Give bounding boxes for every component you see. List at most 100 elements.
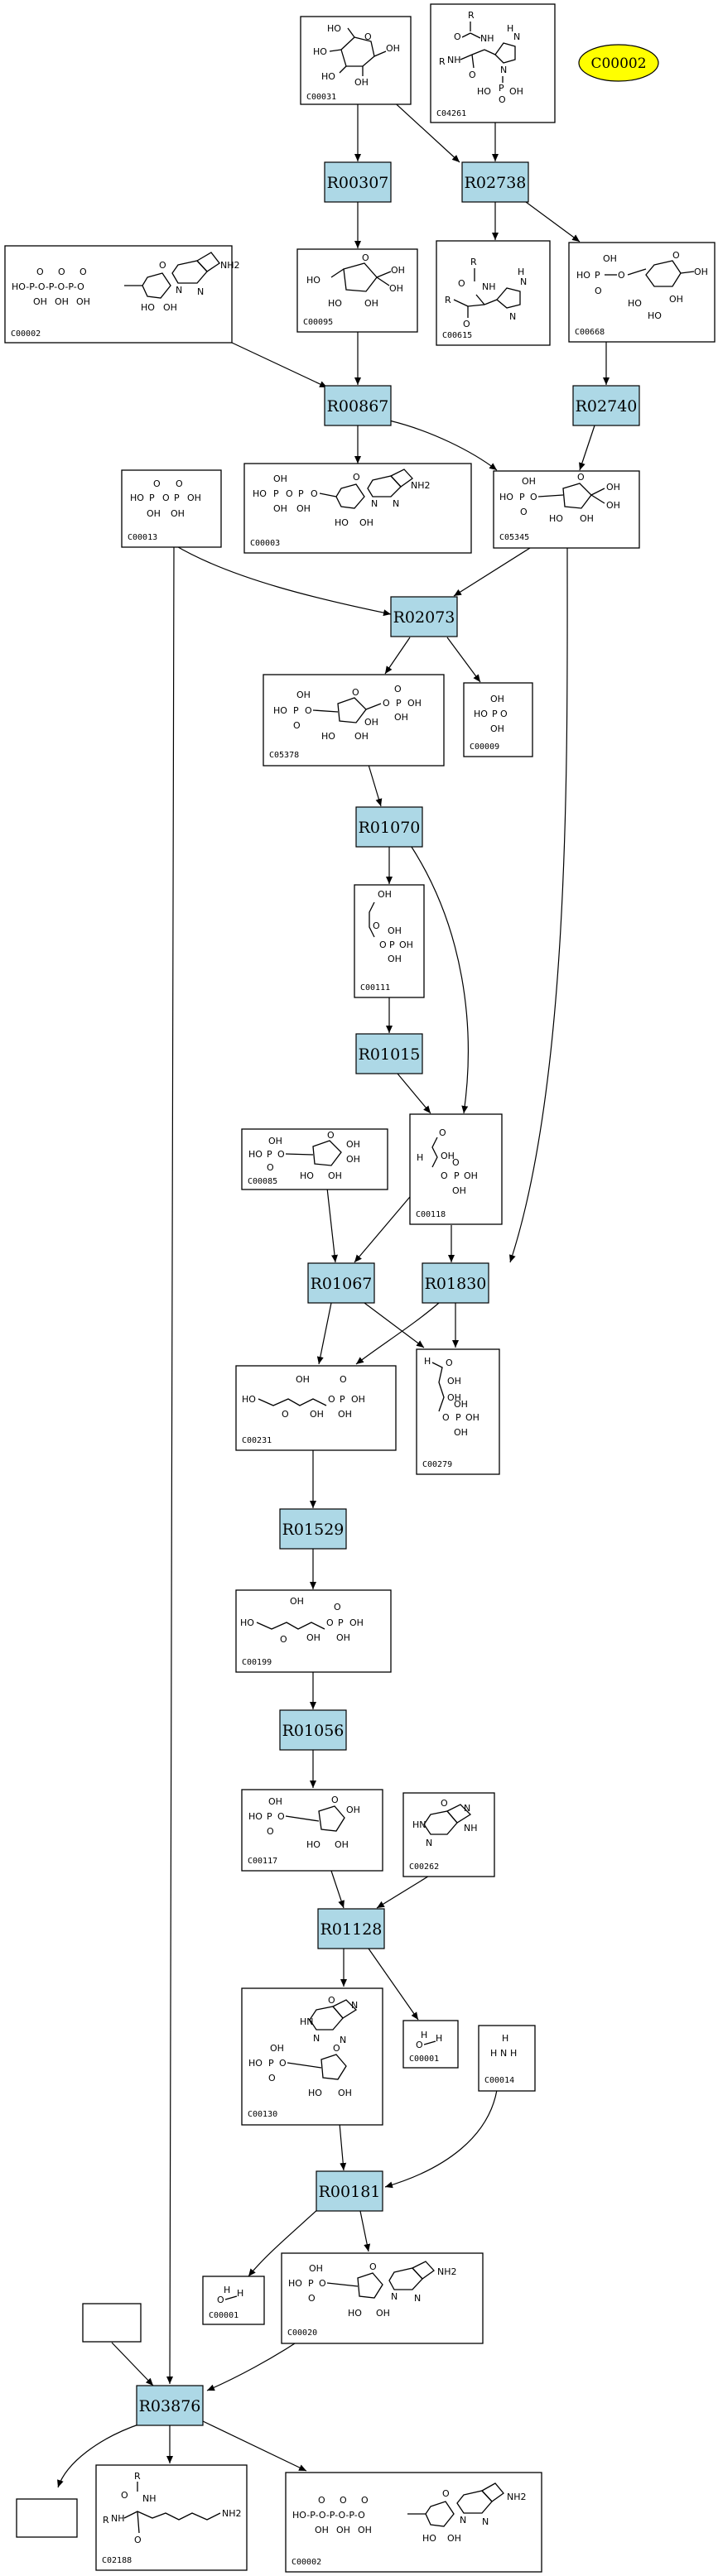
reaction-label: R00867: [327, 397, 389, 416]
compound-c00009[interactable]: OH HO P O OH C00009: [463, 682, 533, 757]
edge-r03876-c00002: [202, 2420, 307, 2472]
svg-text:OH: OH: [33, 296, 47, 307]
compound-c00279[interactable]: H O OH OH O P OH OH OH C00279: [416, 1348, 500, 1475]
svg-text:P: P: [492, 709, 498, 719]
svg-text:OH: OH: [346, 1139, 360, 1150]
reaction-r01830[interactable]: R01830: [422, 1262, 489, 1304]
compound-c00031[interactable]: HO O OH HO HO OH C00031: [300, 16, 412, 105]
svg-text:HO: HO: [308, 2088, 322, 2098]
compound-id: C00231: [242, 1436, 272, 1445]
svg-text:O: O: [331, 1795, 339, 1805]
svg-text:N: N: [371, 498, 378, 509]
compound-id: C00279: [422, 1460, 452, 1469]
c00031-structure: HO O OH HO HO OH: [313, 23, 400, 88]
highlight-compound-c00002[interactable]: C00002: [578, 44, 659, 82]
svg-text:O: O: [361, 2495, 369, 2506]
reaction-r00307[interactable]: R00307: [324, 161, 392, 203]
svg-text:N: N: [460, 2515, 466, 2526]
reaction-r01067[interactable]: R01067: [307, 1262, 375, 1304]
svg-text:OH: OH: [290, 1596, 304, 1607]
svg-text:HN: HN: [412, 1819, 426, 1830]
svg-text:OH: OH: [399, 940, 413, 950]
compound-c00111[interactable]: OH O O P OH OH OH C00111: [354, 884, 425, 998]
edge-c00013-r03876: [166, 544, 175, 2385]
c00118-structure: O H OH O P OH O OH: [417, 1127, 478, 1196]
compound-c00262[interactable]: O HN N N NH C00262: [402, 1792, 495, 1877]
reaction-r02738[interactable]: R02738: [461, 161, 529, 203]
reaction-r01529[interactable]: R01529: [279, 1508, 347, 1550]
compound-c00001-a[interactable]: H O H C00001: [402, 2020, 459, 2069]
compound-c00014[interactable]: H H N H C00014: [478, 2025, 536, 2092]
svg-text:R: R: [134, 2471, 141, 2482]
reaction-r01128[interactable]: R01128: [317, 1908, 385, 1949]
svg-text:OH: OH: [465, 1412, 479, 1423]
svg-text:H: H: [224, 2285, 230, 2295]
svg-text:OH: OH: [187, 493, 201, 503]
reaction-r02740[interactable]: R02740: [572, 385, 640, 426]
edge-r01067-c00231: [316, 1302, 332, 1365]
svg-text:P: P: [293, 705, 299, 716]
svg-text:O: O: [305, 705, 312, 716]
compound-c00615[interactable]: R O NH R O HN N C00615: [436, 240, 551, 346]
compound-unlabeled-output[interactable]: [16, 2498, 78, 2538]
svg-text:H: H: [421, 2030, 427, 2040]
svg-text:OH: OH: [364, 717, 378, 728]
reaction-r01070[interactable]: R01070: [355, 806, 423, 848]
svg-text:OH: OH: [394, 712, 408, 723]
compound-unlabeled-input[interactable]: [82, 2303, 142, 2343]
reaction-r01015[interactable]: R01015: [355, 1033, 423, 1074]
svg-text:HN: HN: [300, 2016, 314, 2027]
svg-text:OH: OH: [669, 294, 683, 305]
svg-text:OH: OH: [580, 513, 594, 524]
edge-c00085-r01067: [326, 1187, 338, 1263]
svg-text:O: O: [217, 2295, 224, 2305]
svg-text:OH: OH: [388, 954, 402, 964]
c00001-a-structure: H O H: [416, 2030, 442, 2050]
compound-c00118[interactable]: O H OH O P OH O OH C00118: [409, 1113, 503, 1225]
svg-text:N: N: [391, 2291, 398, 2302]
compound-id: C00262: [409, 1862, 439, 1872]
reaction-r03876[interactable]: R03876: [136, 2385, 204, 2426]
reaction-r00867[interactable]: R00867: [324, 385, 392, 426]
svg-text:P: P: [499, 83, 504, 94]
svg-text:OH: OH: [338, 2088, 352, 2098]
reaction-r00181[interactable]: R00181: [316, 2170, 383, 2212]
compound-c00668[interactable]: OH HO P O O O OH HO HO OH C00668: [568, 242, 716, 343]
svg-text:R: R: [439, 56, 446, 67]
edge-r01830-c00231: [355, 1302, 440, 1365]
svg-text:OH: OH: [354, 77, 369, 88]
edge-c00013-r02073: [173, 544, 392, 617]
compound-id: C00013: [128, 533, 157, 542]
svg-text:OH: OH: [309, 2263, 323, 2274]
svg-text:HO: HO: [240, 1617, 254, 1628]
svg-text:HO: HO: [130, 493, 144, 503]
compound-c00001-b[interactable]: H O H C00001: [202, 2276, 265, 2325]
reaction-r01056[interactable]: R01056: [279, 1709, 347, 1751]
reaction-r02073[interactable]: R02073: [390, 596, 458, 637]
svg-text:P: P: [519, 492, 525, 502]
svg-text:OH: OH: [358, 2525, 372, 2535]
svg-text:N: N: [197, 286, 204, 297]
svg-text:OH: OH: [306, 1632, 320, 1643]
compound-c00231[interactable]: OH O HO O O P OH OH OH C00231: [235, 1365, 397, 1451]
svg-text:NH: NH: [447, 55, 461, 65]
svg-text:N: N: [482, 2516, 489, 2527]
svg-text:P: P: [298, 488, 304, 499]
svg-text:H: H: [518, 267, 524, 277]
compound-c00199[interactable]: OH O HO O O P OH OH OH C00199: [235, 1589, 392, 1673]
